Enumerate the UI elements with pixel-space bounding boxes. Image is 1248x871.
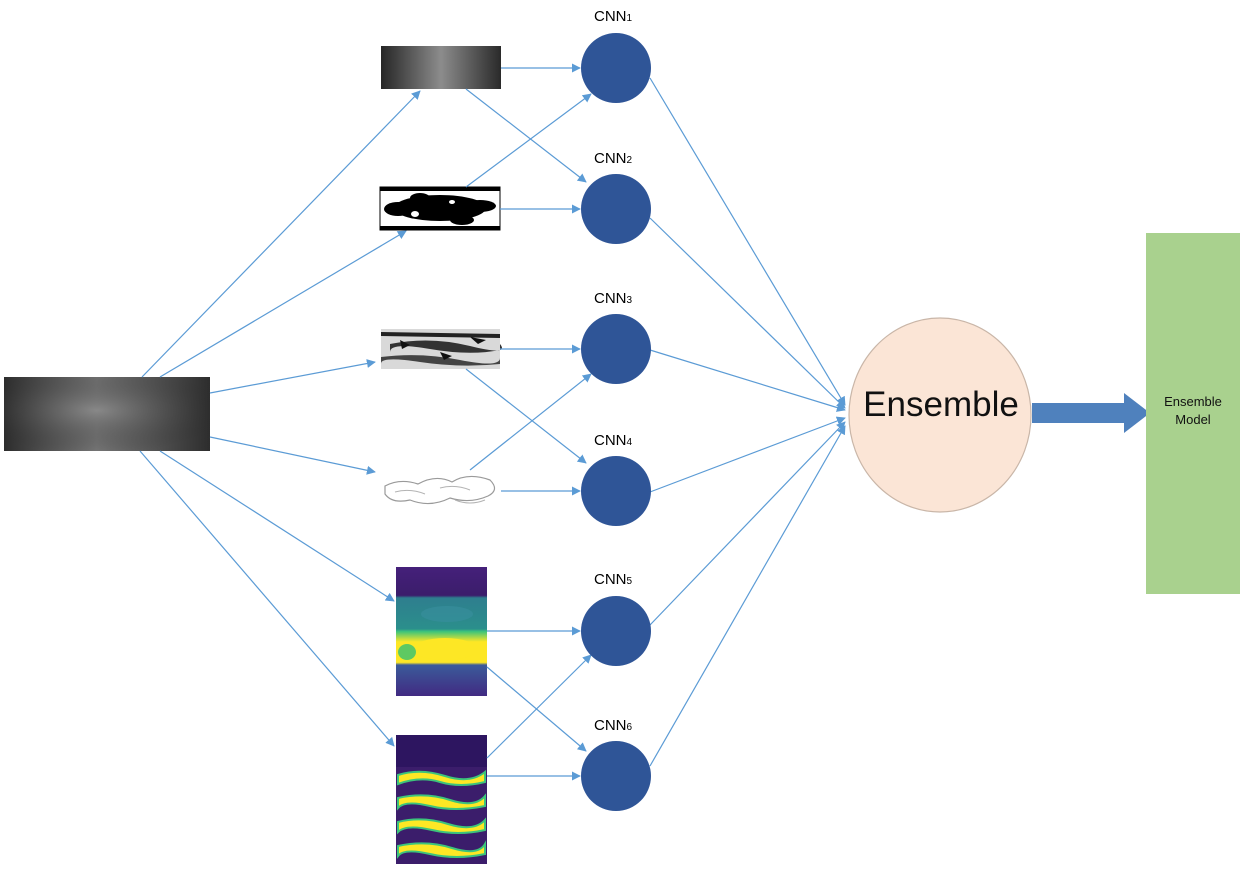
cnn-node-2 (581, 174, 651, 244)
cnn-node-4 (581, 456, 651, 526)
cnn-label-2: CNN2 (594, 150, 633, 167)
input-arrows (139, 90, 421, 747)
cnn-nodes (581, 33, 651, 811)
feature-image-6 (396, 735, 487, 864)
cnn-label-5: CNN5 (594, 571, 633, 588)
ensemble-model-box (1146, 233, 1240, 594)
cnn-label-6: CNN6 (594, 717, 633, 734)
ensemble-model-label-line1: Ensemble (1164, 394, 1222, 409)
cnn-label-3: CNN3 (594, 290, 633, 307)
cnn-to-ensemble-arrows (649, 77, 846, 767)
ensemble-model-label-line2: Model (1175, 412, 1211, 427)
feature-image-3 (380, 329, 502, 369)
feature-arrows (465, 63, 592, 781)
cnn-node-6 (581, 741, 651, 811)
feature-image-1 (381, 46, 501, 89)
cnn-label-1: CNN1 (594, 8, 633, 25)
cnn-node-1 (581, 33, 651, 103)
input-image (4, 377, 210, 451)
feature-image-2 (379, 186, 501, 231)
output-arrow (1032, 393, 1150, 433)
feature-image-4 (381, 470, 501, 513)
feature-image-5 (396, 567, 487, 696)
cnn-node-3 (581, 314, 651, 384)
cnn-label-4: CNN4 (594, 432, 633, 449)
ensemble-node (848, 317, 1032, 513)
cnn-node-5 (581, 596, 651, 666)
ensemble-label: Ensemble (863, 385, 1019, 424)
ensemble-model-label: Ensemble Model (1146, 393, 1240, 429)
